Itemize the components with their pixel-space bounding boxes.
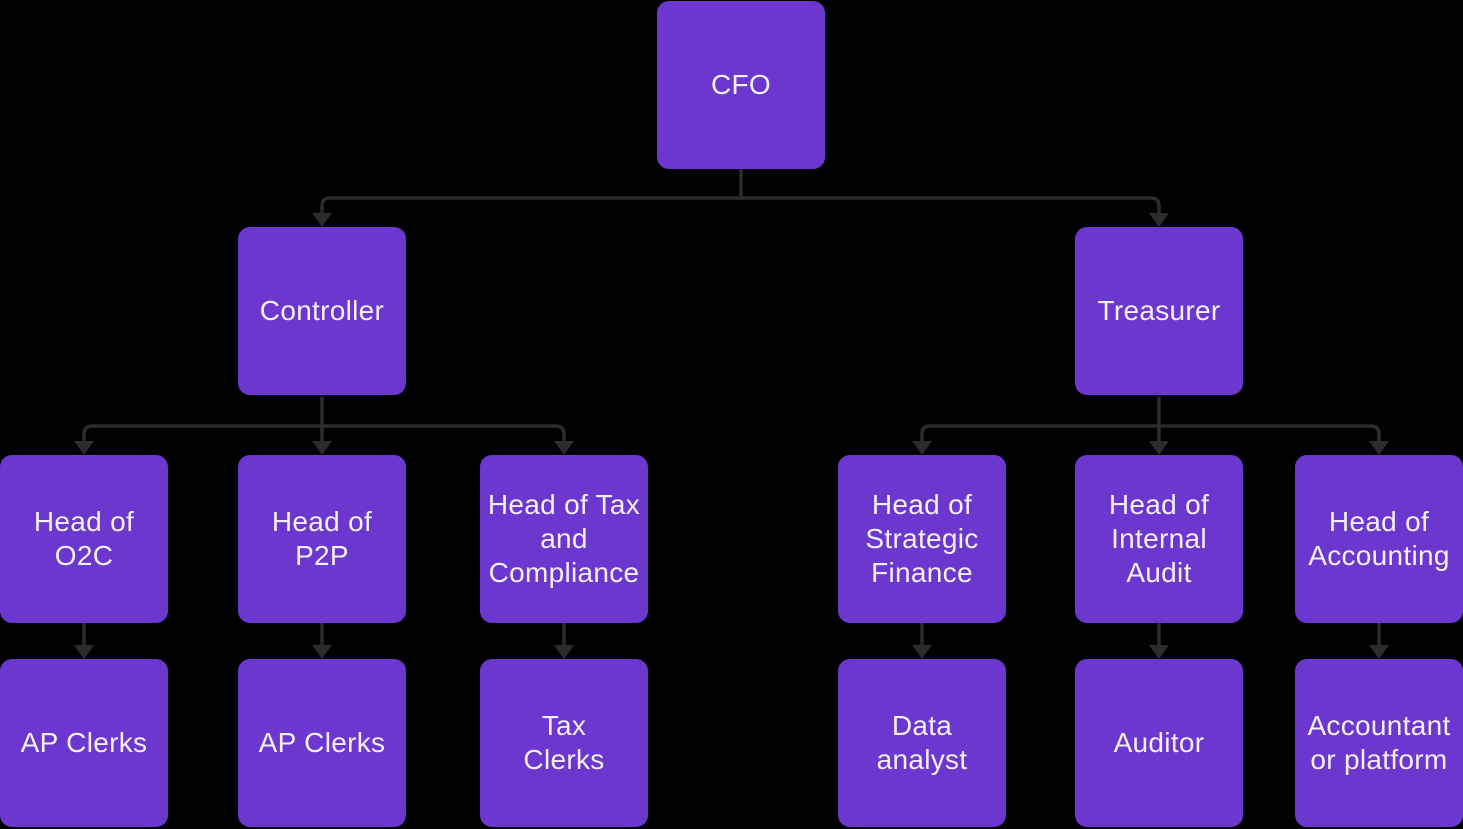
org-node-head-of-o2c: Head of O2C <box>0 455 168 623</box>
org-node-head-of-p2p: Head of P2P <box>238 455 406 623</box>
arrowhead <box>74 441 94 455</box>
org-node-cfo: CFO <box>657 1 825 169</box>
arrowhead <box>554 441 574 455</box>
org-node-ap-clerks-p2p: AP Clerks <box>238 659 406 827</box>
connector-controller-children <box>74 397 574 455</box>
org-node-data-analyst: Data analyst <box>838 659 1006 827</box>
arrowhead <box>312 213 332 227</box>
connector-cfo-children <box>312 169 1169 227</box>
arrowhead <box>912 441 932 455</box>
arrowhead <box>1149 645 1169 659</box>
arrowhead <box>1369 645 1389 659</box>
org-node-ap-clerks-o2c: AP Clerks <box>0 659 168 827</box>
org-node-treasurer: Treasurer <box>1075 227 1243 395</box>
org-node-head-of-internal-audit: Head of Internal Audit <box>1075 455 1243 623</box>
org-node-head-of-accounting: Head of Accounting <box>1295 455 1463 623</box>
org-node-accountant-or-platform: Accountant or platform <box>1295 659 1463 827</box>
org-node-head-of-strategic-finance: Head of Strategic Finance <box>838 455 1006 623</box>
org-node-head-of-tax-and-compliance: Head of Tax and Compliance <box>480 455 648 623</box>
arrowhead <box>1149 441 1169 455</box>
connector-treasurer-children <box>912 397 1389 455</box>
arrowhead <box>554 645 574 659</box>
org-node-auditor: Auditor <box>1075 659 1243 827</box>
arrowhead <box>912 645 932 659</box>
org-node-tax-clerks: Tax Clerks <box>480 659 648 827</box>
arrowhead <box>1369 441 1389 455</box>
arrowhead <box>312 441 332 455</box>
arrowhead <box>74 645 94 659</box>
arrowhead <box>312 645 332 659</box>
arrowhead <box>1149 213 1169 227</box>
connector-level3-level4 <box>74 623 1389 659</box>
org-node-controller: Controller <box>238 227 406 395</box>
